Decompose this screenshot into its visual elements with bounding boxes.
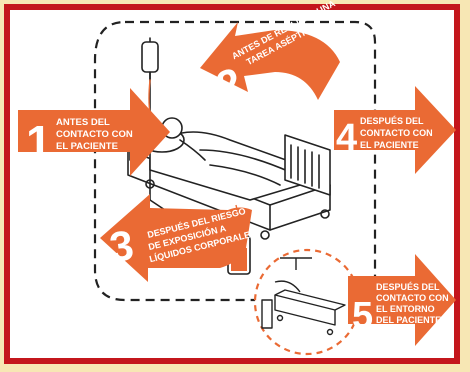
moment-1-label-line-2: CONTACTO CON	[56, 129, 133, 140]
moment-5-label-line-1: DESPUÉS DEL	[376, 282, 440, 292]
moment-5-label-line-4: DEL PACIENTE	[376, 315, 441, 325]
moment-4-number: 4	[336, 117, 357, 159]
moment-1-label-line-3: EL PACIENTE	[56, 141, 118, 152]
moment-1-number: 1	[26, 116, 52, 168]
moment-5-label-line-2: CONTACTO CON	[376, 293, 449, 303]
moment-4-label-line-2: CONTACTO CON	[360, 128, 433, 138]
moment-5-number: 5	[352, 295, 373, 337]
moment-4-label-line-3: EL PACIENTE	[360, 140, 419, 150]
moment-4-label-line-1: DESPUÉS DEL	[360, 116, 424, 126]
moment-1-label-line-1: ANTES DEL	[56, 117, 110, 128]
moment-5-label-line-3: EL ENTORNO	[376, 304, 435, 314]
